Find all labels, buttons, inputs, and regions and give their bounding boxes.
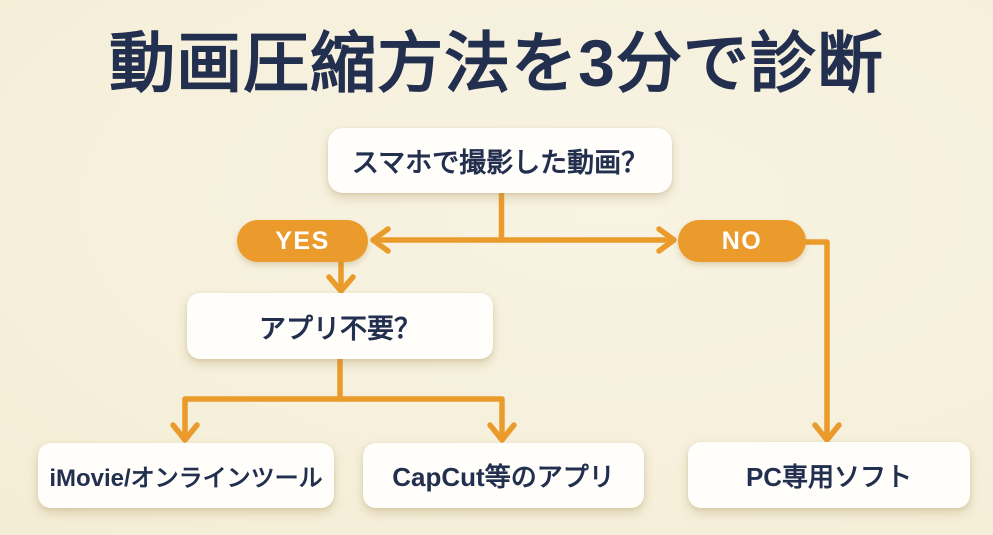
node-result-imovie-online-tools-label: iMovie/オンラインツール [49,465,323,492]
arrowhead-right-no [656,226,677,254]
page-title: 動画圧縮方法を3分で診断 [109,26,884,100]
arrowhead-down-q2 [326,274,356,294]
arrowhead-down-result-online [170,422,200,443]
node-question-app-free: アプリ不要？ [187,293,493,359]
node-result-imovie-online-tools: iMovie/オンラインツール [38,443,334,508]
branch-badge-no-label: NO [721,226,763,255]
arrowhead-down-result-app [487,422,517,443]
node-question-smartphone-video-label: スマホで撮影した動画？ [351,148,649,178]
node-result-capcut-apps: CapCut等のアプリ [363,443,644,508]
connector-q2-split [182,396,505,436]
branch-badge-yes: YES [237,220,368,262]
branch-badge-yes-label: YES [275,226,330,255]
branch-badge-no: NO [678,220,806,262]
arrowhead-down-result-pc [812,422,842,443]
connector-no-elbow [803,239,830,436]
node-question-smartphone-video: スマホで撮影した動画？ [328,128,672,193]
node-result-pc-software: PC専用ソフト [688,442,970,508]
node-result-pc-software-label: PC専用ソフト [745,461,913,492]
arrowhead-left-yes [370,226,391,254]
node-question-app-free-label: アプリ不要？ [259,313,421,344]
node-result-capcut-apps-label: CapCut等のアプリ [392,462,615,492]
